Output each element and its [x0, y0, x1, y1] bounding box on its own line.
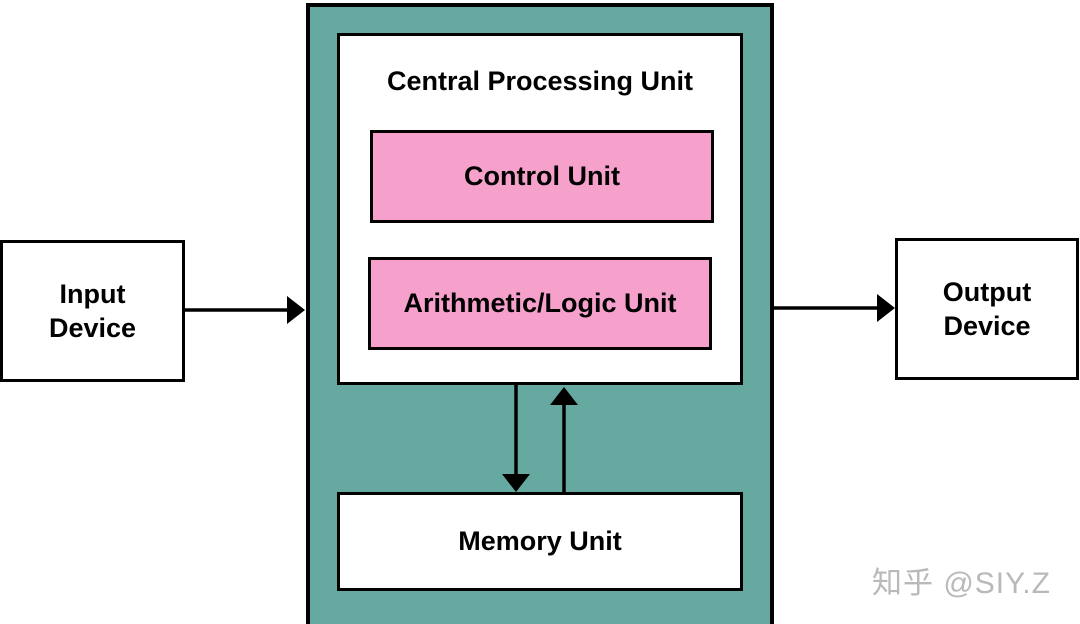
input-device-box: Input Device — [0, 240, 185, 382]
output-device-box: Output Device — [895, 238, 1079, 380]
alu-box: Arithmetic/Logic Unit — [368, 257, 712, 350]
output-device-label-line2: Device — [943, 311, 1031, 341]
control-unit-box: Control Unit — [370, 130, 714, 223]
alu-label: Arithmetic/Logic Unit — [403, 288, 677, 318]
control-unit-label: Control Unit — [464, 161, 620, 191]
cpu-title: Central Processing Unit — [386, 66, 694, 96]
output-device-label-line1: Output — [942, 277, 1032, 307]
input-device-label-line1: Input — [59, 279, 126, 309]
memory-unit-label: Memory Unit — [458, 526, 622, 556]
watermark-text: 知乎 @SIY.Z — [872, 567, 1051, 600]
input-device-label-line2: Device — [48, 313, 137, 343]
arrow-input-to-cpu — [185, 296, 305, 324]
memory-unit-box: Memory Unit — [337, 492, 743, 591]
arrow-cpu-to-output — [774, 294, 895, 322]
